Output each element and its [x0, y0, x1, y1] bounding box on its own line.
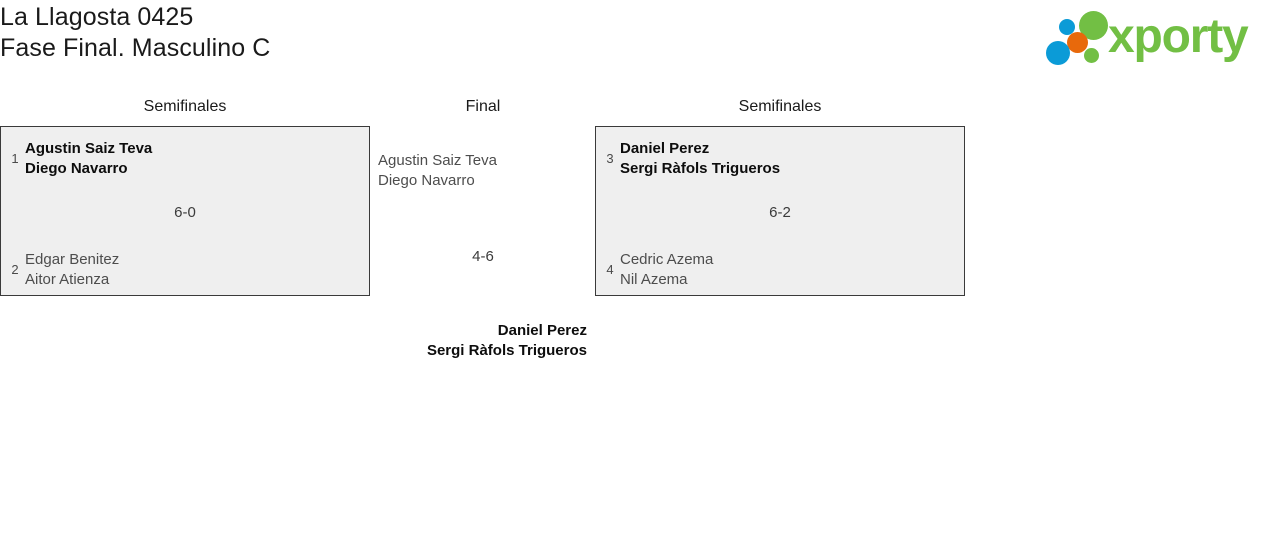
match-score-final: 4-6	[472, 248, 494, 265]
team-slot-seed-4[interactable]: 4 Cedric Azema Nil Azema	[600, 250, 713, 289]
team-players: Edgar Benitez Aitor Atienza	[25, 250, 119, 289]
player-name: Edgar Benitez	[25, 251, 120, 268]
player-name: Daniel Perez	[620, 140, 710, 157]
tournament-subtitle: Fase Final. Masculino C	[0, 34, 271, 62]
final-team-runner-up[interactable]: Agustin Saiz Teva Diego Navarro	[378, 151, 497, 190]
logo-dot-blue-top-icon	[1059, 19, 1075, 35]
team-slot-seed-3[interactable]: 3 Daniel Perez Sergi Ràfols Trigueros	[600, 139, 780, 178]
match-semifinal-left[interactable]: 1 Agustin Saiz Teva Diego Navarro 2 Edga…	[0, 126, 370, 296]
final-team-champion[interactable]: Daniel Perez Sergi Ràfols Trigueros	[357, 321, 587, 360]
player-name: Aitor Atienza	[25, 270, 110, 288]
logo-dot-green-small-icon	[1084, 48, 1099, 63]
logo-dot-blue-large-icon	[1046, 41, 1070, 65]
player-name: Daniel Perez	[497, 322, 587, 339]
tournament-title: La Llagosta 0425	[0, 3, 194, 31]
round-heading-semifinal-right: Semifinales	[738, 98, 822, 115]
player-name: Nil Azema	[620, 270, 688, 288]
seed-number: 4	[606, 262, 614, 277]
team-players: Daniel Perez Sergi Ràfols Trigueros	[620, 139, 780, 178]
player-name: Agustin Saiz Teva	[378, 152, 497, 169]
seed-number: 2	[11, 262, 19, 277]
seed-number: 1	[11, 151, 19, 166]
team-slot-seed-1[interactable]: 1 Agustin Saiz Teva Diego Navarro	[5, 139, 152, 178]
round-heading-semifinal-left: Semifinales	[143, 98, 227, 115]
seed-number: 3	[606, 151, 614, 166]
player-name: Cedric Azema	[620, 251, 714, 268]
player-name: Sergi Ràfols Trigueros	[620, 159, 781, 177]
player-name: Sergi Ràfols Trigueros	[426, 341, 587, 359]
logo-dot-orange-icon	[1067, 32, 1088, 53]
player-name: Agustin Saiz Teva	[25, 140, 153, 157]
player-name: Diego Navarro	[378, 171, 475, 189]
team-players: Agustin Saiz Teva Diego Navarro	[25, 139, 152, 178]
logo-wordmark: xporty	[1108, 10, 1249, 63]
round-heading-final: Final	[465, 98, 501, 115]
player-name: Diego Navarro	[25, 159, 128, 177]
team-players: Cedric Azema Nil Azema	[620, 250, 713, 289]
logo-dots-cluster-icon	[1046, 10, 1112, 66]
match-score-semifinal-right: 6-2	[769, 204, 791, 221]
team-slot-seed-2[interactable]: 2 Edgar Benitez Aitor Atienza	[5, 250, 119, 289]
xporty-logo[interactable]: xporty	[1042, 8, 1274, 66]
match-score-semifinal-left: 6-0	[174, 204, 196, 221]
match-semifinal-right[interactable]: 3 Daniel Perez Sergi Ràfols Trigueros 4 …	[595, 126, 965, 296]
tournament-header: La Llagosta 0425 Fase Final. Masculino C	[0, 0, 900, 64]
